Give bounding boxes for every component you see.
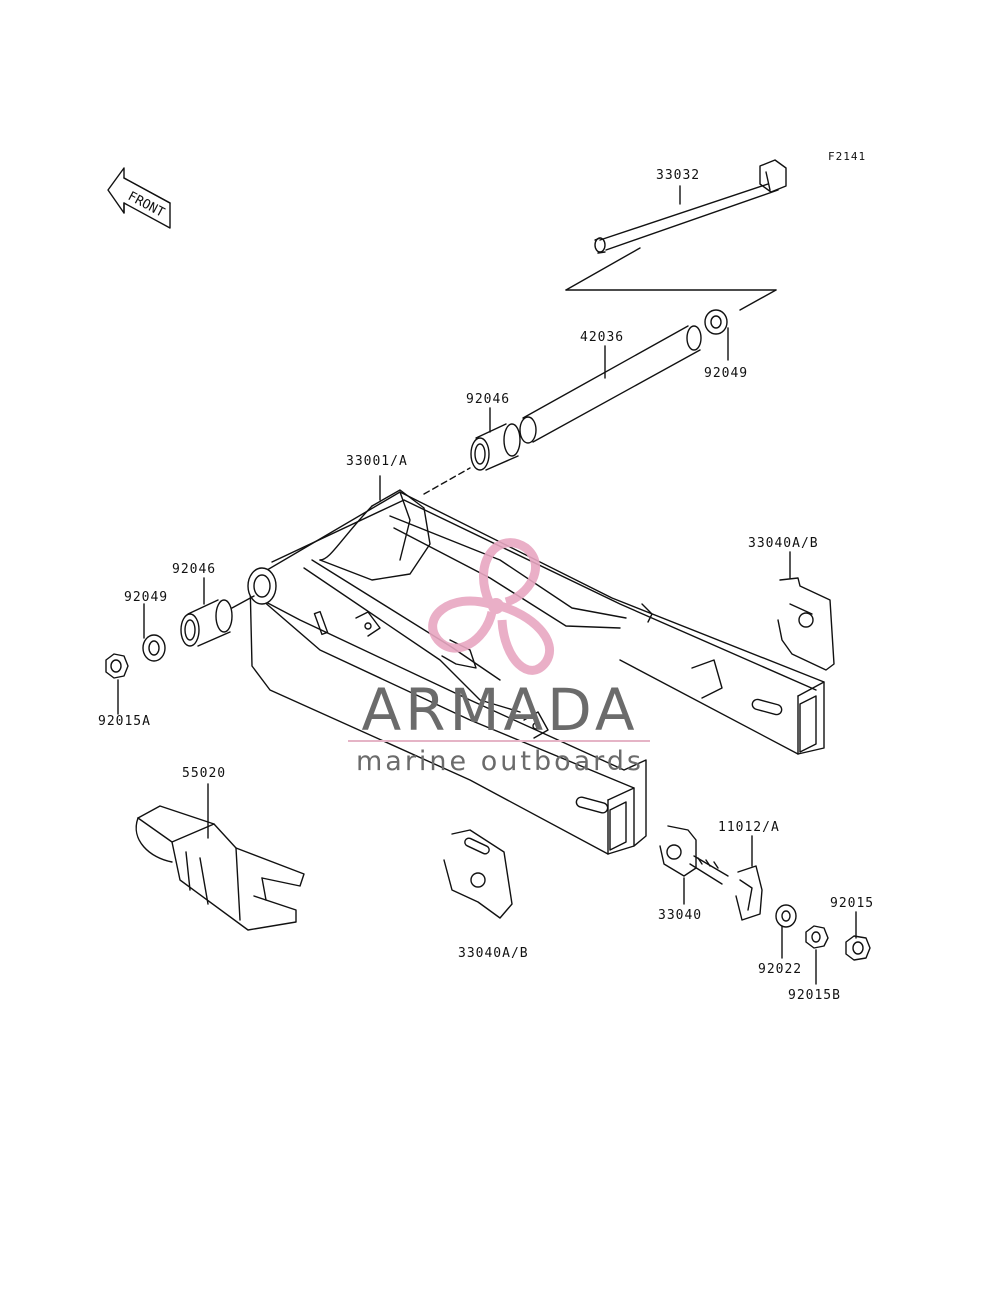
washer-92022: [775, 904, 797, 959]
label-92022: 92022: [758, 962, 803, 977]
label-55020: 55020: [182, 766, 227, 781]
lock-plate-11012a: [735, 835, 763, 921]
front-arrow-icon: FRONT: [107, 167, 171, 229]
watermark-brand: ARMADA: [361, 676, 639, 744]
label-33001a: 33001/A: [346, 454, 408, 469]
label-92046-top: 92046: [466, 392, 511, 407]
label-11012a: 11012/A: [718, 820, 780, 835]
pivot-bolt-33032: [594, 159, 787, 254]
label-33040: 33040: [658, 908, 703, 923]
label-92015a: 92015A: [98, 714, 151, 729]
washer-92049-left: [142, 603, 166, 662]
watermark-divider: [348, 740, 650, 742]
chain-adjuster-33040: [659, 825, 729, 905]
chain-adjuster-plate-33040ab-right: [777, 551, 835, 671]
label-92015: 92015: [830, 896, 875, 911]
washer-92049-top: [704, 309, 729, 361]
chain-adjuster-plate-33040ab-bottom: [443, 829, 513, 919]
nut-92015: [845, 911, 871, 961]
label-33040ab-right: 33040A/B: [748, 536, 819, 551]
label-92049-top: 92049: [704, 366, 749, 381]
nut-92015a: [105, 653, 129, 715]
label-33032: 33032: [656, 168, 701, 183]
bearing-92046-left: [180, 577, 255, 647]
label-42036: 42036: [580, 330, 625, 345]
chain-guide-55020: [135, 783, 305, 931]
nut-92015b: [805, 925, 829, 985]
label-92015b: 92015B: [788, 988, 841, 1003]
collar-tube-42036: [519, 325, 702, 444]
watermark-tagline: marine outboards: [355, 746, 644, 777]
armada-propeller-logo: [428, 538, 554, 675]
figure-ref-code: F2141: [828, 150, 867, 163]
label-33040ab-bottom: 33040A/B: [458, 946, 529, 961]
label-92046-left: 92046: [172, 562, 217, 577]
bearing-92046-top: [470, 407, 521, 471]
label-92049-left: 92049: [124, 590, 169, 605]
